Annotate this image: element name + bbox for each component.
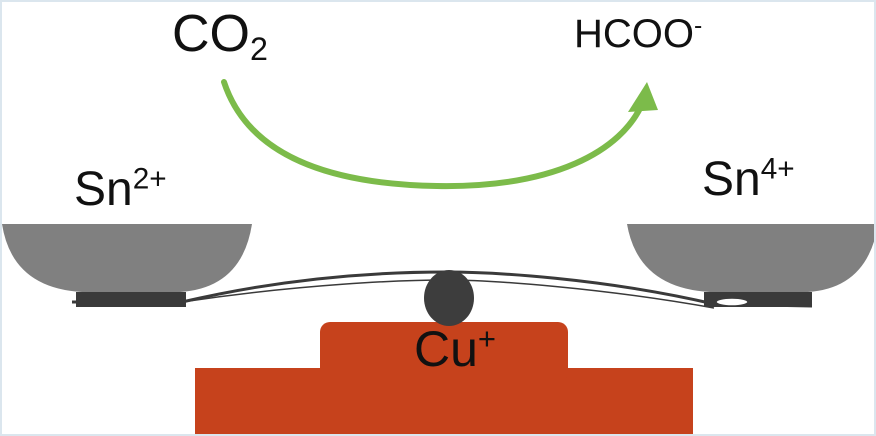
stand-top xyxy=(320,322,568,382)
right-pan-hook xyxy=(715,297,749,307)
product-label: HCOO- xyxy=(574,12,703,56)
reactant-label: CO2 xyxy=(172,5,268,68)
reaction-arrow xyxy=(221,79,646,190)
reaction-arrowhead xyxy=(628,82,658,112)
left-pan-label: Sn2+ xyxy=(74,162,167,216)
fulcrum-ball xyxy=(424,270,474,326)
left-pan xyxy=(2,224,252,292)
fulcrum-label: Cu+ xyxy=(414,320,497,377)
right-pan xyxy=(627,224,874,292)
left-pan-base xyxy=(76,292,186,307)
right-pan-label: Sn4+ xyxy=(702,152,795,206)
